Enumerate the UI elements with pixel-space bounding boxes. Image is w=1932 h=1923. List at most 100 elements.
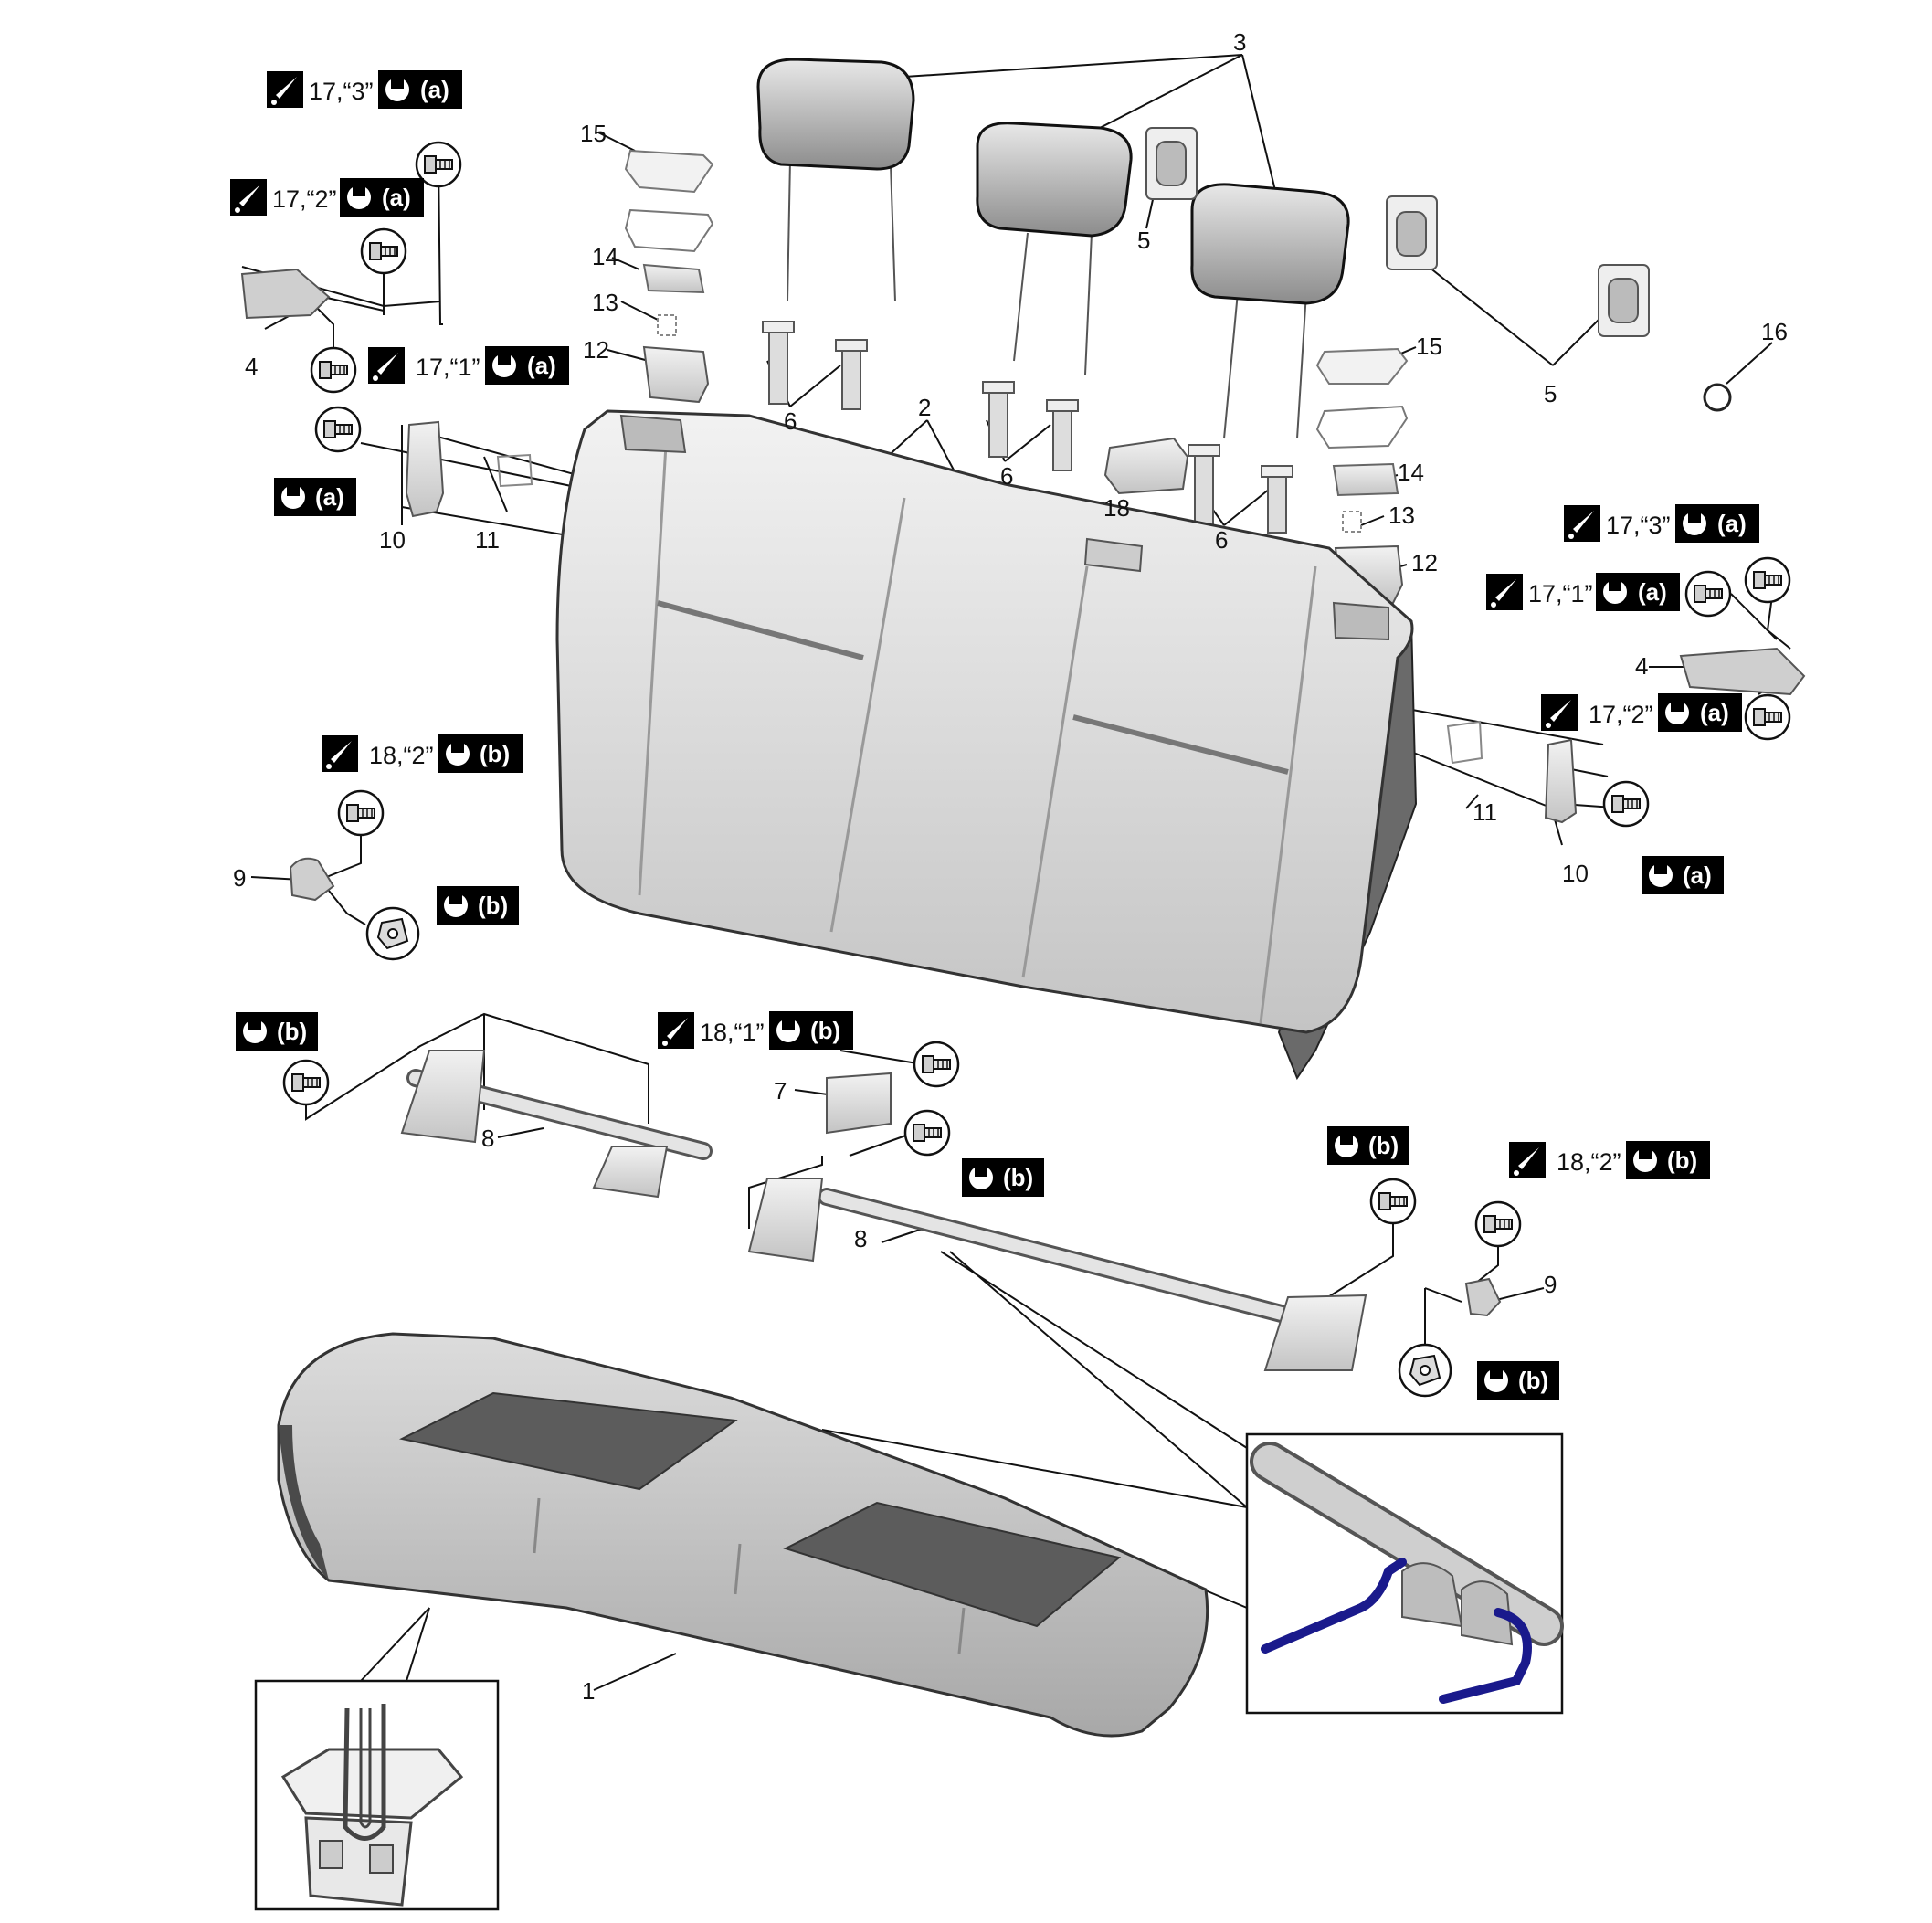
svg-text:17,“1”: 17,“1” bbox=[1528, 580, 1593, 608]
callout-15: 15 bbox=[580, 120, 607, 147]
callout-numbers: 3 15 14 13 12 5 5 16 15 14 13 12 2 6 6 6… bbox=[233, 28, 1788, 1705]
wrench-icon bbox=[274, 478, 312, 516]
callout-7: 7 bbox=[774, 1077, 787, 1104]
svg-text:17,“3”: 17,“3” bbox=[309, 78, 374, 105]
angle-mark-icon bbox=[1486, 574, 1523, 610]
callout-5: 5 bbox=[1137, 227, 1150, 254]
wrench-icon bbox=[485, 346, 523, 385]
torque-grade-a-left: (a) bbox=[274, 478, 356, 516]
callout-1: 1 bbox=[582, 1677, 595, 1705]
right-seat-hook bbox=[1464, 1277, 1502, 1317]
torque-grade-b-left-nut: (b) bbox=[437, 886, 519, 925]
svg-text:17,“3”: 17,“3” bbox=[1606, 512, 1671, 539]
inset-cushion-hook-detail bbox=[254, 1679, 500, 1911]
callout-18: 18 bbox=[1103, 494, 1130, 522]
callout-13: 13 bbox=[592, 289, 618, 316]
wrench-icon bbox=[438, 734, 477, 773]
svg-text:18,“1”: 18,“1” bbox=[700, 1019, 765, 1046]
wrench-icon bbox=[437, 886, 475, 925]
callout-14: 14 bbox=[1398, 459, 1424, 486]
callout-9: 9 bbox=[233, 864, 246, 892]
callout-12: 12 bbox=[583, 336, 609, 364]
svg-text:(a): (a) bbox=[1638, 578, 1667, 606]
torque-grade-a-right: (a) bbox=[1642, 856, 1724, 894]
angle-mark-icon bbox=[1509, 1142, 1546, 1178]
wrench-icon bbox=[378, 70, 417, 109]
callout-14: 14 bbox=[592, 243, 618, 270]
callout-6: 6 bbox=[1000, 462, 1013, 490]
wrench-icon bbox=[1642, 856, 1680, 894]
bolt-icon bbox=[1744, 556, 1791, 604]
svg-text:(a): (a) bbox=[1717, 510, 1747, 537]
clip-ring bbox=[1703, 383, 1732, 412]
callout-4: 4 bbox=[245, 353, 258, 380]
torque-spec-18-2-right: 18,“2” (b) bbox=[1509, 1141, 1710, 1179]
torque-grade-b-center: (b) bbox=[962, 1158, 1044, 1197]
bolt-icon bbox=[360, 227, 407, 275]
wrench-icon bbox=[1327, 1126, 1366, 1165]
torque-spec-18-1: 18,“1” (b) bbox=[658, 1011, 853, 1050]
seat-cushion bbox=[277, 1332, 1209, 1738]
seatback-assembly bbox=[555, 409, 1418, 1081]
svg-text:(a): (a) bbox=[420, 76, 449, 103]
bolt-icon bbox=[913, 1041, 960, 1088]
inset-frame-hook-detail bbox=[1245, 1432, 1564, 1715]
left-release-assembly bbox=[624, 149, 714, 404]
angle-mark-icon bbox=[230, 179, 267, 216]
angle-mark-icon bbox=[267, 71, 303, 108]
torque-grade-b-right-frame: (b) bbox=[1327, 1126, 1409, 1165]
headrest-center bbox=[976, 122, 1133, 375]
callout-4: 4 bbox=[1635, 652, 1648, 680]
angle-mark-icon bbox=[322, 735, 358, 772]
latch-cover bbox=[1103, 437, 1189, 495]
svg-text:(b): (b) bbox=[1003, 1164, 1033, 1191]
torque-spec-17-1-left: 17,“1” (a) bbox=[368, 346, 569, 385]
torque-grade-b-right-nut: (b) bbox=[1477, 1361, 1559, 1400]
svg-text:17,“1”: 17,“1” bbox=[416, 354, 480, 381]
svg-text:(a): (a) bbox=[1700, 699, 1729, 726]
svg-text:(a): (a) bbox=[382, 184, 411, 211]
torque-spec-17-3-right: 17,“3” (a) bbox=[1564, 504, 1759, 543]
svg-text:(b): (b) bbox=[277, 1018, 307, 1045]
bolt-icon bbox=[1744, 693, 1791, 741]
right-seat-frame bbox=[747, 1072, 1367, 1371]
angle-mark-icon bbox=[368, 347, 405, 384]
svg-text:(a): (a) bbox=[315, 483, 344, 511]
bolt-icon bbox=[1602, 780, 1650, 828]
bolt-icon bbox=[310, 346, 357, 394]
angle-mark-icon bbox=[1541, 694, 1578, 731]
svg-text:(b): (b) bbox=[478, 892, 508, 919]
torque-spec-17-2-right: 17,“2” (a) bbox=[1541, 693, 1742, 732]
torque-spec-17-2-left: 17,“2” (a) bbox=[230, 178, 424, 217]
callout-6: 6 bbox=[1215, 526, 1228, 554]
torque-spec-17-3-left: 17,“3” (a) bbox=[267, 70, 462, 109]
torque-spec-17-1-right: 17,“1” (a) bbox=[1486, 573, 1680, 611]
svg-text:17,“2”: 17,“2” bbox=[1589, 701, 1653, 728]
right-recliner-plate bbox=[1679, 647, 1806, 696]
bolt-icon bbox=[337, 789, 385, 837]
callout-8: 8 bbox=[481, 1125, 494, 1152]
callout-2: 2 bbox=[918, 394, 931, 421]
callout-3: 3 bbox=[1233, 28, 1246, 56]
wrench-icon bbox=[236, 1012, 274, 1051]
svg-text:(b): (b) bbox=[1368, 1132, 1399, 1159]
svg-text:(b): (b) bbox=[1518, 1367, 1548, 1394]
callout-16: 16 bbox=[1761, 318, 1788, 345]
bolt-icon bbox=[314, 406, 362, 453]
callout-11: 11 bbox=[1473, 798, 1497, 826]
callout-13: 13 bbox=[1388, 502, 1415, 529]
left-seat-frame bbox=[400, 1050, 713, 1199]
headrest-hole-covers bbox=[1145, 127, 1650, 337]
bolt-icon bbox=[1474, 1200, 1522, 1248]
torque-grade-b-left-frame: (b) bbox=[236, 1012, 318, 1051]
callout-15: 15 bbox=[1416, 333, 1442, 360]
angle-mark-icon bbox=[1564, 505, 1600, 542]
wrench-icon bbox=[962, 1158, 1000, 1197]
headrest-right bbox=[1190, 183, 1350, 439]
wrench-icon bbox=[769, 1011, 808, 1050]
callout-6: 6 bbox=[784, 407, 797, 435]
left-seat-hook bbox=[289, 857, 335, 902]
nut-icon bbox=[365, 906, 420, 961]
callout-10: 10 bbox=[379, 526, 406, 554]
left-recliner-plate bbox=[240, 268, 331, 320]
